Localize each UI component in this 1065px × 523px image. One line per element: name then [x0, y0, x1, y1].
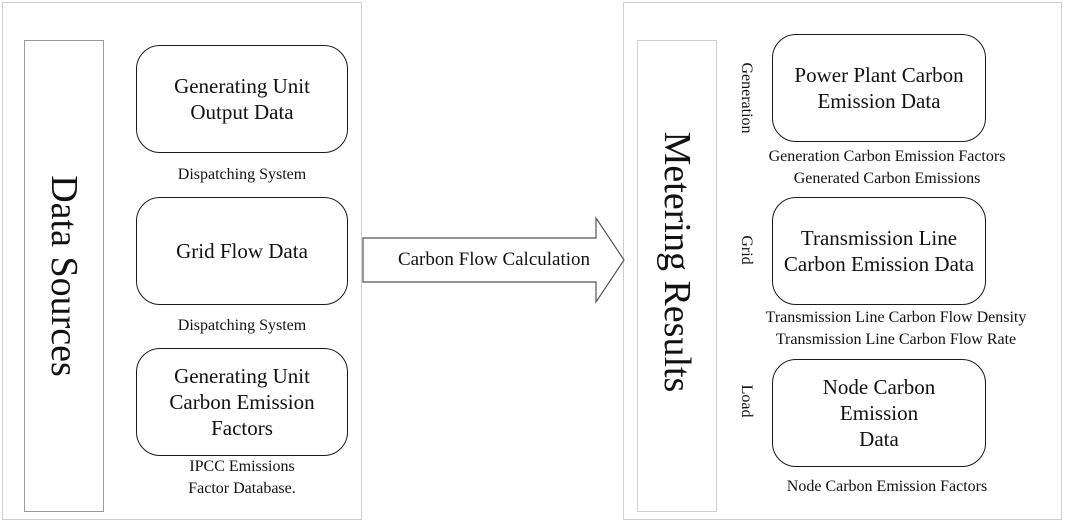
load-captions: Node Carbon Emission Factors [786, 478, 988, 495]
metering-results-strip [637, 40, 717, 512]
dispatching-system-caption-2: Dispatching System [177, 317, 307, 334]
generation-side-label: Generation [738, 62, 755, 134]
generating-unit-output-box: Generating Unit Output Data [136, 45, 348, 153]
generating-unit-emission-factors-box: Generating Unit Carbon Emission Factors [136, 348, 348, 456]
data-sources-strip [24, 40, 104, 512]
carbon-flow-label: Carbon Flow Calculation [397, 249, 591, 270]
transmission-line-emission-label: Transmission Line Carbon Emission Data [783, 226, 975, 276]
metering-results-title: Metering Results [656, 131, 698, 393]
grid-side-label: Grid [738, 235, 755, 265]
grid-captions: Transmission Line Carbon Flow Density Tr… [765, 309, 1027, 348]
generating-unit-output-label: Generating Unit Output Data [174, 74, 310, 124]
load-side-label: Load [738, 384, 755, 418]
generation-captions: Generation Carbon Emission Factors Gener… [768, 148, 1006, 187]
generating-unit-emission-factors-label: Generating Unit Carbon Emission Factors [169, 364, 315, 440]
ipcc-database-caption: IPCC Emissions Factor Database. [188, 458, 296, 497]
grid-flow-data-box: Grid Flow Data [136, 197, 348, 305]
node-emission-box: Node Carbon Emission Data [772, 359, 986, 467]
power-plant-emission-label: Power Plant Carbon Emission Data [794, 63, 964, 113]
power-plant-emission-box: Power Plant Carbon Emission Data [772, 34, 986, 142]
transmission-line-emission-box: Transmission Line Carbon Emission Data [772, 197, 986, 305]
grid-flow-data-label: Grid Flow Data [176, 239, 308, 263]
dispatching-system-caption-1: Dispatching System [177, 166, 307, 183]
node-emission-label: Node Carbon Emission Data [822, 375, 936, 451]
